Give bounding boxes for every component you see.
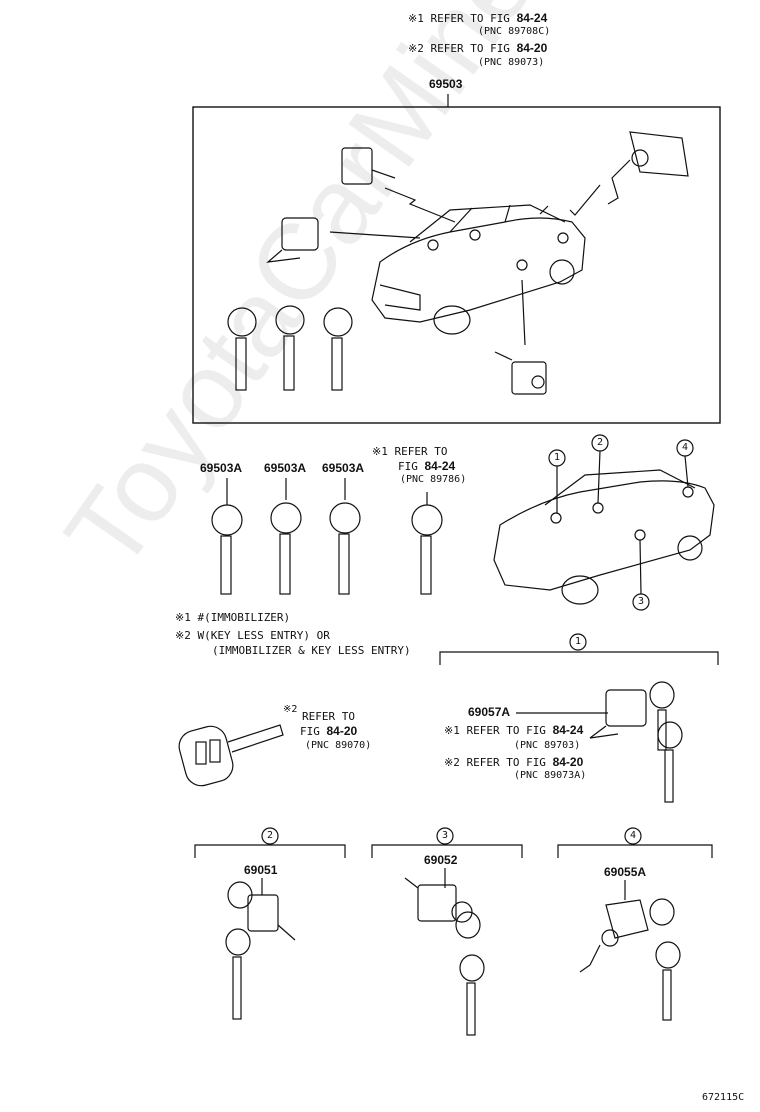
note-keyless-2: (IMMOBILIZER & KEY LESS ENTRY) [212, 644, 411, 657]
header-note1: ※1 REFER TO FIG 84-24 [408, 11, 548, 25]
arrows [329, 184, 601, 346]
group1-cylinder-keys [516, 681, 683, 803]
remote-ref-pnc: (PNC 89070) [305, 740, 372, 751]
note-keyless: ※2 W(KEY LESS ENTRY) OR [175, 629, 330, 642]
group-brackets [194, 651, 719, 858]
header-note2: ※2 REFER TO FIG 84-20 [408, 41, 548, 55]
key-part-number-3: 69503A [322, 461, 365, 475]
trunk-cylinder-top [607, 131, 689, 205]
car-illustration-top [371, 204, 586, 335]
keys-middle [211, 478, 443, 595]
key-part-number-1: 69503A [200, 461, 243, 475]
key-ref-line1: ※1 REFER TO [372, 445, 448, 458]
group2-cylinder-keys [225, 878, 296, 1020]
group4-label: 4 [630, 830, 637, 841]
callout-label-2: 2 [597, 437, 604, 448]
group1-ref2-pnc: (PNC 89073A) [514, 770, 587, 781]
door-lock-cylinder-top [341, 147, 396, 185]
group3-part-number: 69052 [424, 853, 458, 867]
remote-ref-line1: REFER TO [302, 710, 355, 723]
remote-ref-line2: FIG 84-20 [300, 724, 358, 738]
key-ref-line2: FIG 84-24 [398, 459, 456, 473]
group1-ref2: ※2 REFER TO FIG 84-20 [444, 755, 584, 769]
key-ref-pnc: (PNC 89786) [400, 474, 467, 485]
group3-cylinder-keys [404, 868, 485, 1036]
remote-ref-mark: ※2 [283, 704, 298, 715]
group2-part-number: 69051 [244, 863, 278, 877]
group2-label: 2 [267, 830, 274, 841]
keys-top [227, 305, 353, 391]
remote-key [178, 724, 284, 787]
key-part-number-2: 69503A [264, 461, 307, 475]
group4-cylinder-keys [579, 880, 681, 1021]
car-illustration-middle [493, 469, 715, 605]
footer-code: 672115C [702, 1092, 745, 1103]
callout-label-3: 3 [638, 596, 645, 607]
header-note2-pnc: (PNC 89073) [478, 57, 545, 68]
header-note1-pnc: (PNC 89708C) [478, 26, 551, 37]
group3-label: 3 [442, 830, 449, 841]
main-frame [192, 106, 721, 424]
ignition-cylinder-top [266, 217, 319, 263]
glovebox-cylinder-top [494, 351, 547, 395]
main-part-number: 69503 [429, 77, 463, 91]
group1-part-number: 69057A [468, 705, 511, 719]
group1-ref1-pnc: (PNC 89703) [514, 740, 581, 751]
group1-label: 1 [575, 636, 582, 647]
callout-circles [261, 434, 694, 845]
callout-label-4: 4 [682, 442, 689, 453]
callout-label-1: 1 [554, 452, 561, 463]
note-immobilizer: ※1 #(IMMOBILIZER) [175, 611, 291, 624]
group4-part-number: 69055A [604, 865, 647, 879]
group1-ref1: ※1 REFER TO FIG 84-24 [444, 723, 584, 737]
